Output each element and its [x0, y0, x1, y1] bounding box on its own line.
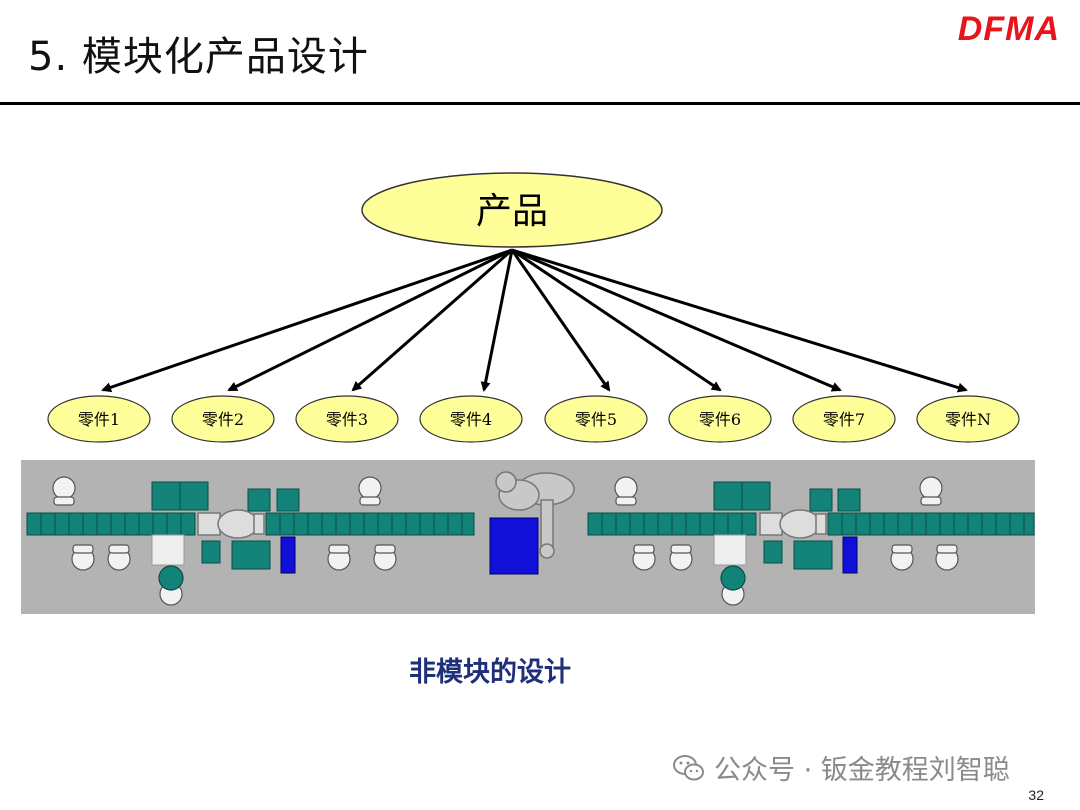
part-node-4: 零件4: [419, 395, 523, 443]
worker-icons-right: [614, 476, 959, 606]
arrow-8: [511, 248, 968, 393]
assembly-line-left: [26, 476, 475, 606]
blue-station-right: [842, 536, 858, 574]
watermark-text: 公众号 · 钣金教程刘智聪: [714, 755, 1010, 786]
center-robot-arm: [495, 471, 575, 559]
part-node-label: 零件5: [575, 410, 617, 429]
diagram-caption: 非模块的设计: [409, 657, 571, 688]
part-node-2: 零件2: [171, 395, 275, 443]
worker-icon: [373, 544, 397, 571]
part-node-1: 零件1: [47, 395, 151, 443]
worker-icon: [107, 544, 131, 571]
root-node-label: 产品: [476, 191, 548, 232]
arrow-1: [101, 248, 513, 393]
worker-icon: [669, 544, 693, 571]
part-nodes: 零件1 零件2 零件3 零件4 零件5 零件6 零件7 零件N: [47, 395, 1020, 443]
part-node-3: 零件3: [295, 395, 399, 443]
worker-icon: [358, 476, 382, 506]
page-title: 5. 模块化产品设计: [28, 34, 369, 80]
part-node-label: 零件4: [450, 410, 492, 429]
worker-icon: [327, 544, 351, 571]
part-node-8: 零件N: [916, 395, 1020, 443]
machines-left: [151, 481, 300, 570]
assembly-line-right: [587, 476, 1035, 606]
arrows: [101, 248, 968, 393]
white-station-right: [713, 534, 747, 566]
worker-icon: [614, 476, 638, 506]
page-number: 32: [1028, 787, 1044, 803]
watermark: 公众号 · 钣金教程刘智聪: [672, 748, 1010, 787]
worker-icon: [158, 565, 184, 606]
conveyor-right: [587, 512, 1035, 536]
factory-layout-illustration: [21, 460, 1035, 614]
part-node-5: 零件5: [544, 395, 648, 443]
blue-station-left: [280, 536, 296, 574]
part-node-label: 零件1: [78, 410, 120, 429]
part-node-7: 零件7: [792, 395, 896, 443]
part-node-label: 零件2: [202, 410, 244, 429]
robot-right: [759, 509, 827, 539]
white-station-left: [151, 534, 185, 566]
part-node-6: 零件6: [668, 395, 772, 443]
arrow-6: [511, 248, 722, 392]
header-divider: [0, 102, 1080, 105]
worker-icon: [919, 476, 943, 506]
worker-icon: [890, 544, 914, 571]
arrow-3: [351, 248, 513, 392]
part-node-label: 零件6: [699, 410, 741, 429]
blue-center-station: [489, 517, 539, 575]
machines-right: [713, 481, 861, 570]
part-node-label: 零件3: [326, 410, 368, 429]
worker-icons-left: [52, 476, 397, 606]
arrow-7: [511, 248, 842, 392]
root-node: 产品: [361, 172, 663, 248]
arrow-4: [480, 249, 514, 392]
robot-left: [197, 509, 265, 539]
wechat-icon: [673, 754, 704, 780]
conveyor-left: [26, 512, 475, 536]
worker-icon: [935, 544, 959, 571]
worker-icon: [720, 565, 746, 606]
part-node-label: 零件N: [945, 410, 991, 429]
arrow-5: [510, 249, 611, 392]
part-node-label: 零件7: [823, 410, 865, 429]
worker-icon: [632, 544, 656, 571]
worker-icon: [52, 476, 76, 506]
worker-icon: [71, 544, 95, 571]
dfma-logo: DFMA: [957, 10, 1060, 48]
arrow-2: [227, 248, 513, 392]
